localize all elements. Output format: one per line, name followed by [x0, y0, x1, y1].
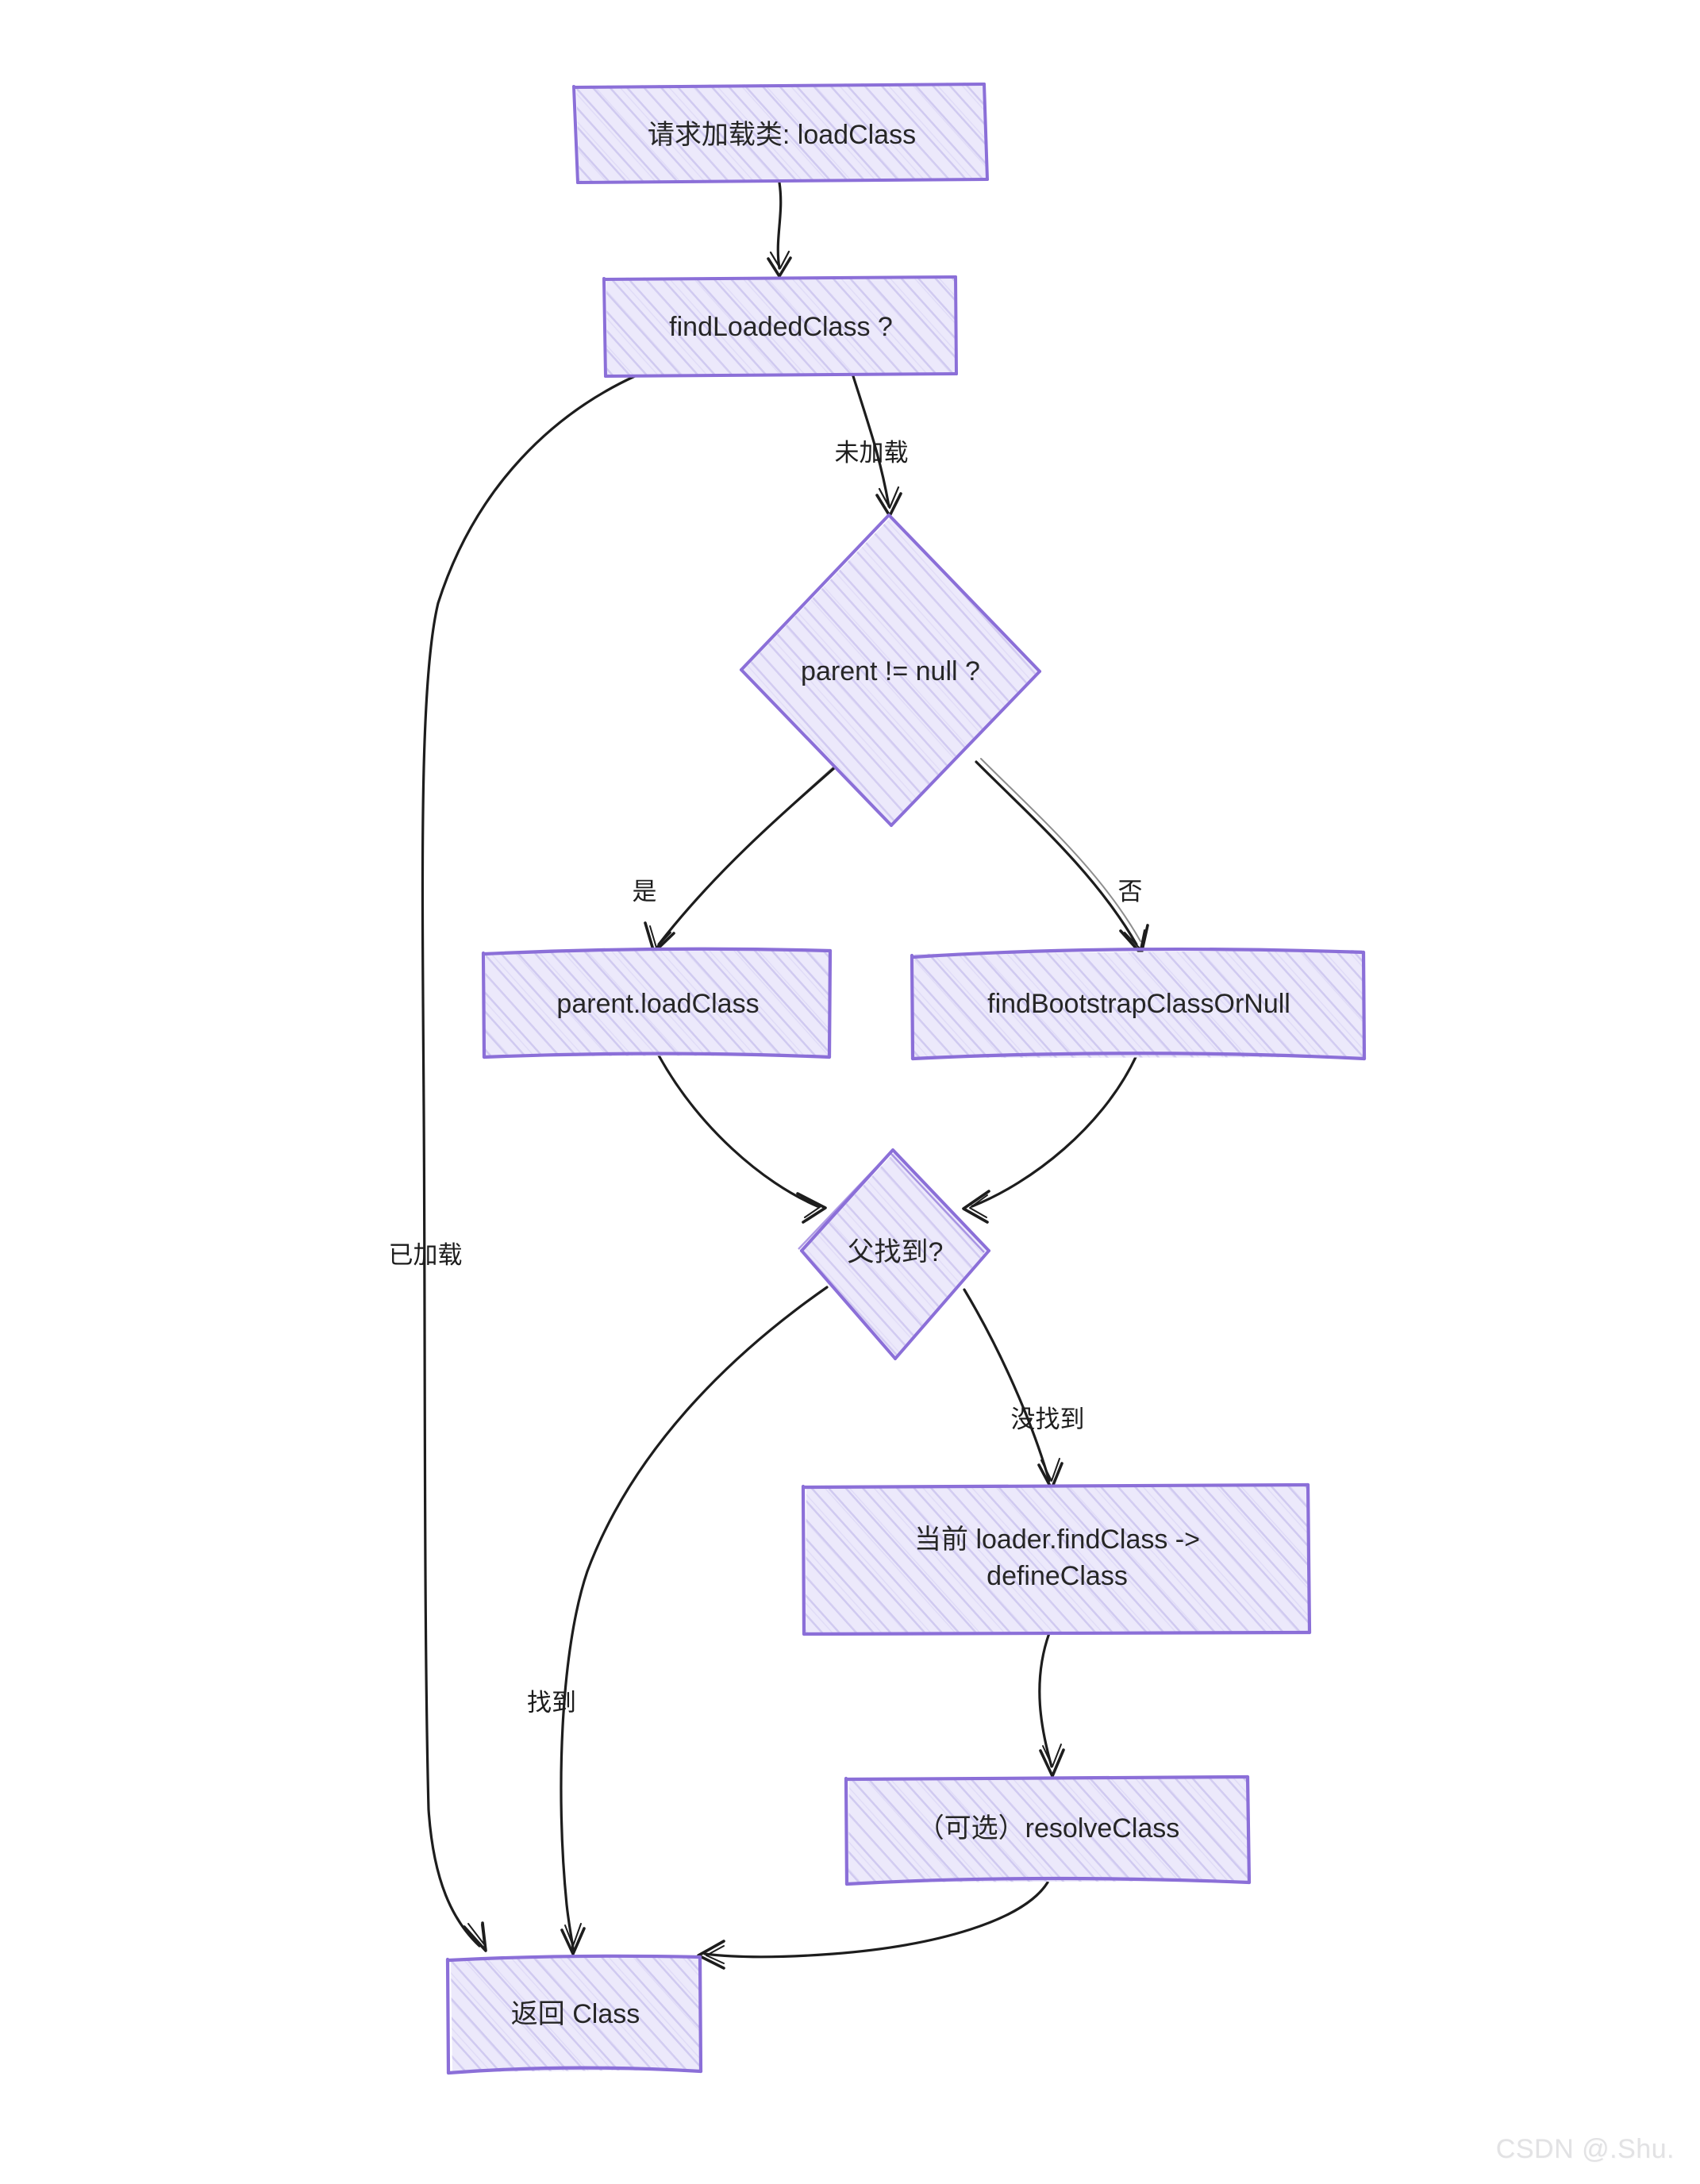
node-return-class[interactable]	[445, 1954, 703, 2075]
node-parent-loadclass[interactable]	[481, 947, 833, 1059]
node-parent-not-null[interactable]	[740, 513, 1041, 827]
edge-parentnull-to-findbootstrap-ghost	[980, 758, 1141, 942]
edge-label-not-found: 没找到	[1010, 1405, 1085, 1433]
edge-label-no: 否	[1117, 878, 1143, 906]
edge-label-not-loaded: 未加载	[834, 439, 909, 467]
node-parent-found[interactable]	[798, 1148, 990, 1360]
node-request-loadclass[interactable]	[572, 83, 989, 184]
edge-label-yes: 是	[632, 878, 657, 906]
edge-label-already-loaded: 已加载	[388, 1241, 463, 1269]
edge-parentnull-to-parentloadclass-ghost	[660, 757, 844, 942]
node-current-loader-findclass[interactable]	[801, 1482, 1312, 1636]
edge-label-found: 找到	[527, 1689, 576, 1717]
edge-parentfound-to-return	[560, 1286, 829, 1955]
edge-findloadedclass-to-return	[421, 375, 637, 1952]
edge-findclass-to-resolveclass	[1038, 1632, 1065, 1778]
csdn-watermark: CSDN @.Shu.	[1495, 2134, 1675, 2164]
node-findloadedclass[interactable]	[602, 275, 958, 378]
node-find-bootstrap-class-or-null[interactable]	[910, 947, 1367, 1061]
edge-findbootstrap-to-parentfound	[962, 1054, 1138, 1224]
edge-loadclass-to-findloadedclass	[767, 181, 792, 278]
edge-parentloadclass-to-parentfound	[657, 1054, 827, 1224]
node-optional-resolveclass[interactable]	[844, 1774, 1252, 1886]
edge-layer	[421, 181, 1149, 1970]
